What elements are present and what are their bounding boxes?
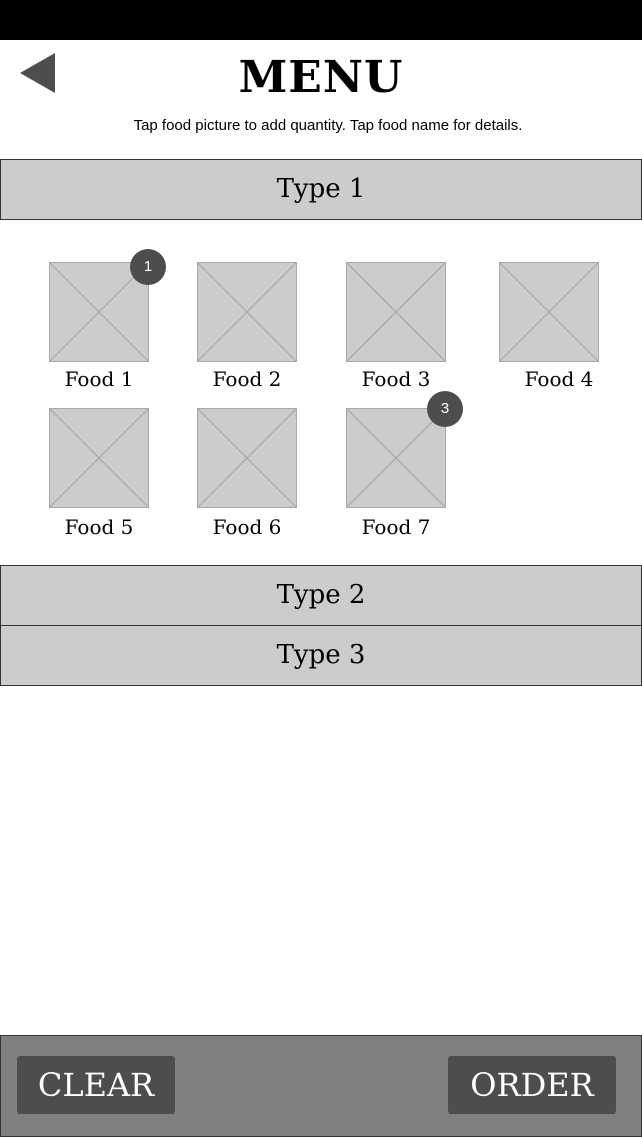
food-item-1: Food 1 1: [34, 249, 166, 412]
food-image-placeholder[interactable]: [197, 262, 297, 362]
status-bar: [0, 0, 642, 40]
back-button[interactable]: [18, 52, 58, 96]
food-name[interactable]: Food 6: [212, 515, 282, 539]
food-image-placeholder[interactable]: [346, 408, 446, 508]
category-header-type-1[interactable]: Type 1: [0, 159, 642, 220]
food-name[interactable]: Food 5: [64, 515, 134, 539]
clear-button[interactable]: CLEAR: [17, 1056, 175, 1114]
order-button[interactable]: ORDER: [448, 1056, 616, 1114]
food-name[interactable]: Food 7: [361, 515, 431, 539]
food-name[interactable]: Food 2: [212, 367, 282, 391]
food-image-placeholder[interactable]: [49, 408, 149, 508]
food-item-6: Food 6: [182, 408, 312, 558]
quantity-badge: 1: [130, 249, 166, 285]
food-name[interactable]: Food 3: [361, 367, 431, 391]
food-name[interactable]: Food 1: [64, 367, 134, 391]
category-header-type-3[interactable]: Type 3: [0, 625, 642, 686]
food-name[interactable]: Food 4: [524, 367, 594, 391]
instructions-text: Tap food picture to add quantity. Tap fo…: [133, 117, 523, 134]
category-header-type-2[interactable]: Type 2: [0, 565, 642, 626]
back-arrow-icon: [20, 53, 55, 93]
food-item-5: Food 5: [34, 408, 164, 558]
food-item-7: Food 7 3: [331, 391, 463, 558]
food-item-3: Food 3: [331, 262, 461, 412]
food-image-placeholder[interactable]: [197, 408, 297, 508]
food-item-4: Food 4: [494, 262, 624, 412]
page-title: MENU: [238, 52, 404, 103]
food-image-placeholder[interactable]: [49, 262, 149, 362]
bottom-action-bar: CLEAR ORDER: [0, 1035, 642, 1137]
food-image-placeholder[interactable]: [346, 262, 446, 362]
food-item-2: Food 2: [182, 262, 312, 412]
food-image-placeholder[interactable]: [499, 262, 599, 362]
quantity-badge: 3: [427, 391, 463, 427]
